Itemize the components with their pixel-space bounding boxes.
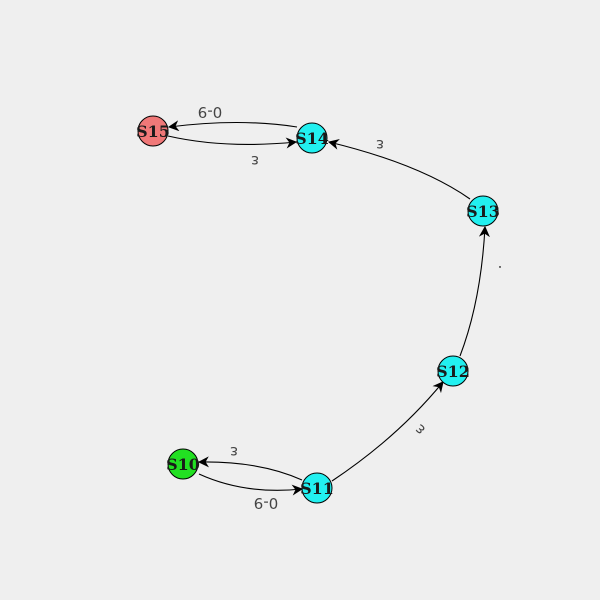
state-s10: S10 (166, 448, 200, 480)
state-s15-label: S15 (136, 122, 170, 141)
state-s13-circle (467, 195, 499, 227)
edge-label-s14-s15: 0-9 (198, 103, 223, 121)
edges (167, 120, 490, 496)
state-s11-label: S11 (300, 479, 334, 498)
edge-label-s10-s11: 0-9 (254, 494, 279, 512)
state-s14-circle (296, 122, 328, 154)
edge-label-s11-s10: ε (230, 443, 238, 461)
edge-label-s11-s12: ε (411, 420, 429, 439)
state-s10-circle (167, 448, 199, 480)
edge-s15-s14 (167, 135, 298, 149)
edge-label-s15-s14: ε (251, 152, 259, 170)
edge-s13-s14 (327, 138, 471, 200)
state-s15: S15 (136, 115, 170, 147)
edge-label-s13-s14: ε (376, 136, 384, 154)
edge-label-s12-s13: . (498, 262, 503, 280)
state-s12-label: S12 (436, 362, 470, 381)
state-s11: S11 (300, 472, 334, 504)
edge-labels: 0-9 ε ε . ε 0-9 ε (198, 103, 503, 512)
state-s13-label: S13 (466, 202, 500, 221)
edge-s14-s15 (167, 120, 298, 132)
edge-s11-s12 (331, 381, 444, 482)
edge-s10-s11 (198, 473, 304, 496)
edge-s12-s13 (459, 225, 490, 357)
state-s14-label: S14 (295, 129, 329, 148)
state-s13: S13 (466, 195, 500, 227)
state-s14: S14 (295, 122, 329, 154)
edge-s11-s10 (197, 456, 303, 481)
state-s15-circle (137, 115, 169, 147)
state-s11-circle (301, 472, 333, 504)
state-s12-circle (437, 355, 469, 387)
state-s10-label: S10 (166, 455, 200, 474)
states: S10 S11 S12 S13 S14 S15 (136, 115, 500, 504)
state-s12: S12 (436, 355, 470, 387)
